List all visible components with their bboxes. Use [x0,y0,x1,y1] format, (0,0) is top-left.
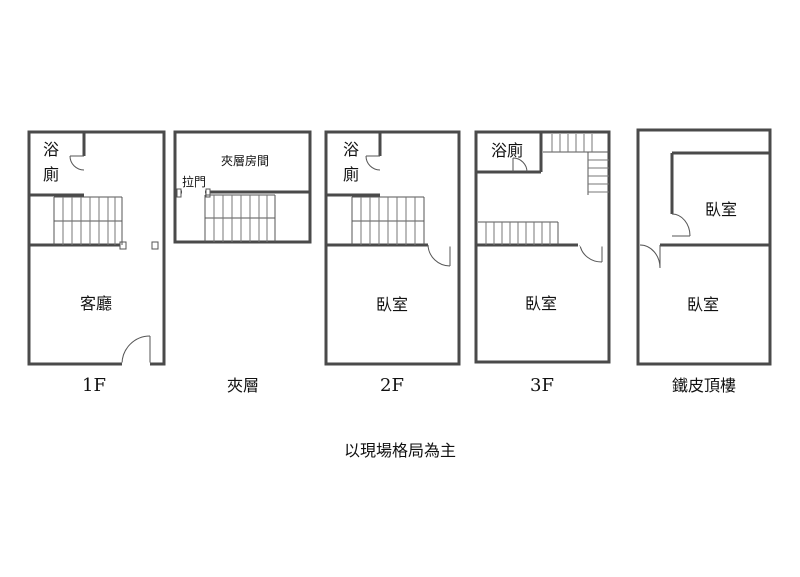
floor-2f-plan: 浴 廁 臥室 2F [324,130,461,396]
floor-1f-stairs [53,196,123,245]
floor-3f-plan: 浴廁 臥室 3F [474,130,611,396]
floor-3f-bath-label: 浴廁 [491,141,523,160]
floor-2f-caption: 2F [380,375,404,396]
mezzanine-door-jamb-left [176,188,182,198]
floor-2f-bath-door [365,155,381,171]
floor-1f-plan: 浴 廁 客廳 1F [27,130,166,396]
floor-2f-bath-label-bottom: 廁 [343,165,359,184]
rooftop-caption: 鐵皮頂樓 [672,376,736,395]
mezzanine-room-label: 夾層房間 [221,153,269,168]
floor-2f-outer-wall [324,130,461,366]
floor-3f-bedroom-label: 臥室 [525,294,557,313]
floor-1f-bath-label-top: 浴 [43,140,59,159]
floor-2f-bedroom-door [427,243,457,267]
floor-1f-outer-wall [27,130,166,366]
floor-1f-caption: 1F [82,375,106,396]
floor-2f-stairs [351,196,425,245]
floor-1f-bath-label-bottom: 廁 [43,165,59,184]
floor-2f-bedroom-label: 臥室 [376,295,408,314]
floor-3f-upper-stairs [543,134,609,195]
rooftop-outer-wall [636,128,772,366]
floor-3f-lower-stairs [478,221,559,245]
floor-3f-bedroom-door [579,243,607,263]
floor-1f-post-left [119,241,127,250]
floor-1f-post [151,241,159,250]
mezzanine-door-jamb-right [205,188,211,198]
rooftop-upper-door [671,213,691,237]
floor-1f-bath-door [69,155,85,171]
layout-note: 以現場格局為主 [344,441,456,460]
mezzanine-outer-wall [173,130,312,244]
mezzanine-stairs [204,194,276,242]
mezzanine-sliding-door-label: 拉門 [182,174,206,189]
floor-3f-caption: 3F [530,375,554,396]
rooftop-lower-bedroom-label: 臥室 [687,295,719,314]
rooftop-upper-bedroom-label: 臥室 [705,200,737,219]
floor-2f-bath-label-top: 浴 [343,140,359,159]
rooftop-plan: 臥室 臥室 鐵皮頂樓 [636,128,772,395]
floor-1f-living-room-label: 客廳 [80,294,112,313]
floor-1f-entry-door [121,335,151,366]
floor-3f-bath-door [512,157,528,173]
mezzanine-caption: 夾層 [227,376,259,395]
rooftop-lower-door [639,244,661,269]
mezzanine-plan: 夾層房間 拉門 夾層 [173,130,312,395]
